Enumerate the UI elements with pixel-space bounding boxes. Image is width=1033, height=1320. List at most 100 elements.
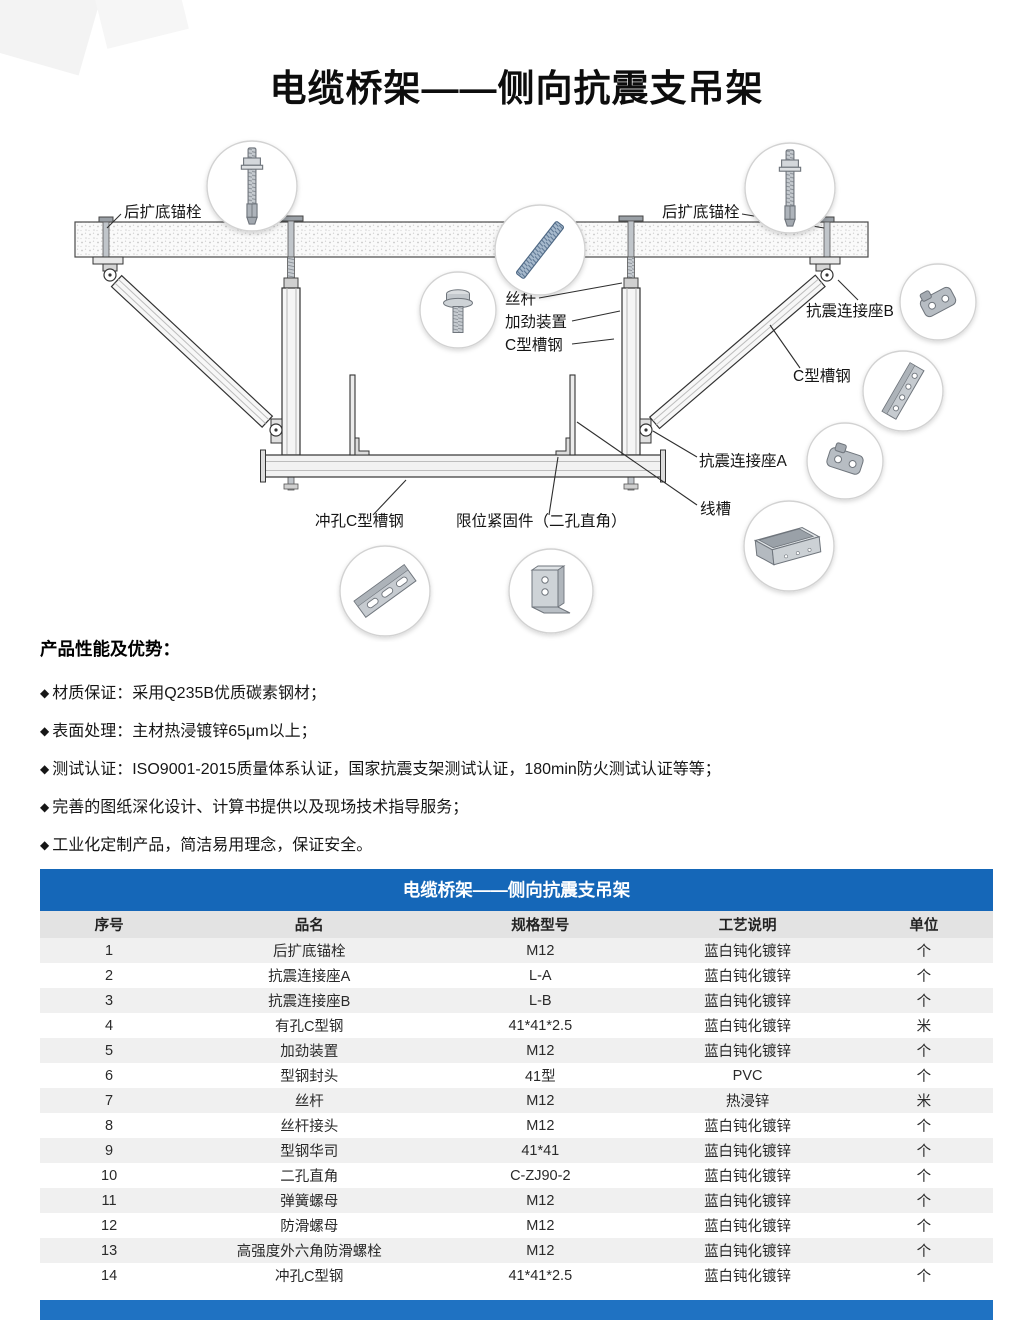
- table-cell: 蓝白钝化镀锌: [640, 938, 855, 963]
- table-cell: L-A: [440, 963, 641, 988]
- table-cell: 1: [40, 938, 179, 963]
- table-cell: 5: [40, 1038, 179, 1063]
- watermark-shape: [87, 0, 189, 49]
- table-cell: 个: [854, 1213, 993, 1238]
- table-cell: 蓝白钝化镀锌: [640, 1013, 855, 1038]
- table-cell: 个: [854, 963, 993, 988]
- punched-channel-icon: [353, 563, 417, 619]
- column-header: 工艺说明: [640, 911, 855, 938]
- callout-connector-a: [806, 422, 884, 500]
- table-title-bar: 电缆桥架——侧向抗震支吊架: [40, 869, 993, 911]
- table-cell: 41型: [440, 1063, 641, 1088]
- vertical-hanger-left: [278, 215, 304, 491]
- feature-text: 完善的图纸深化设计、计算书提供以及现场技术指导服务；: [52, 799, 469, 816]
- table-cell: 41*41: [440, 1138, 641, 1163]
- wire-trough-walls: [349, 374, 576, 456]
- ceiling-anchor-right: [809, 216, 841, 282]
- table-cell: 冲孔C型钢: [178, 1263, 441, 1288]
- spec-table-header-row: 序号品名规格型号工艺说明单位: [40, 911, 993, 938]
- ceiling-anchor-left: [92, 216, 124, 282]
- diagonal-brace-left: [110, 274, 274, 428]
- table-cell: 10: [40, 1163, 179, 1188]
- vertical-hanger-right: [618, 215, 644, 491]
- label-channel-right: C型槽钢: [793, 367, 851, 385]
- table-cell: 抗震连接座A: [178, 963, 441, 988]
- table-cell: 3: [40, 988, 179, 1013]
- label-rod: 丝杆: [505, 290, 536, 308]
- table-cell: 7: [40, 1088, 179, 1113]
- label-limit-fastener: 限位紧固件（二孔直角）: [456, 512, 627, 530]
- feature-item: ◆工业化定制产品，简洁易用理念，保证安全。: [40, 837, 995, 855]
- table-cell: 有孔C型钢: [178, 1013, 441, 1038]
- table-cell: 个: [854, 1163, 993, 1188]
- diamond-bullet-icon: ◆: [40, 838, 50, 852]
- threaded-rod-icon: [516, 221, 564, 279]
- table-cell: 二孔直角: [178, 1163, 441, 1188]
- feature-item: ◆测试认证：ISO9001-2015质量体系认证，国家抗震支架测试认证，180m…: [40, 761, 995, 779]
- callout-threaded-rod: [494, 204, 586, 296]
- table-cell: 蓝白钝化镀锌: [640, 988, 855, 1013]
- technical-diagram: 后扩底锚栓 丝杆 加劲装置 C型槽钢 后扩底锚栓 抗震连接座B C型槽钢 抗震连…: [0, 128, 1033, 642]
- diagonal-brace-right: [648, 274, 826, 430]
- table-cell: 热浸锌: [640, 1088, 855, 1113]
- table-cell: 12: [40, 1213, 179, 1238]
- callout-anchor-right: [744, 142, 836, 234]
- label-wire-trough: 线槽: [700, 500, 731, 518]
- table-cell: 蓝白钝化镀锌: [640, 1163, 855, 1188]
- table-cell: M12: [440, 1113, 641, 1138]
- page-title: 电缆桥架——侧向抗震支吊架: [269, 68, 764, 109]
- callout-angle-bracket: [508, 548, 594, 634]
- feature-item: ◆完善的图纸深化设计、计算书提供以及现场技术指导服务；: [40, 799, 995, 817]
- table-cell: 蓝白钝化镀锌: [640, 963, 855, 988]
- label-anchor-right: 后扩底锚栓: [662, 203, 740, 221]
- table-cell: 加劲装置: [178, 1038, 441, 1063]
- table-cell: 41*41*2.5: [440, 1013, 641, 1038]
- label-punched-channel: 冲孔C型槽钢: [315, 512, 404, 530]
- table-cell: 个: [854, 1038, 993, 1063]
- table-cell: 丝杆接头: [178, 1113, 441, 1138]
- column-header: 单位: [854, 911, 993, 938]
- table-cell: 6: [40, 1063, 179, 1088]
- table-cell: M12: [440, 1238, 641, 1263]
- feature-text: 材质保证：采用Q235B优质碳素钢材；: [52, 685, 327, 702]
- table-cell: 8: [40, 1113, 179, 1138]
- column-header: 品名: [178, 911, 441, 938]
- table-cell: 后扩底锚栓: [178, 938, 441, 963]
- bolt-icon: [443, 289, 473, 333]
- callout-punched-channel: [339, 545, 431, 637]
- label-anchor-left: 后扩底锚栓: [124, 203, 202, 221]
- table-cell: 米: [854, 1013, 993, 1038]
- label-channel-mid: C型槽钢: [505, 336, 563, 354]
- table-cell: 弹簧螺母: [178, 1188, 441, 1213]
- angle-bracket-icon: [530, 565, 571, 614]
- callout-anchor-left: [206, 140, 298, 232]
- table-cell: C-ZJ90-2: [440, 1163, 641, 1188]
- feature-text: 测试认证：ISO9001-2015质量体系认证，国家抗震支架测试认证，180mi…: [52, 761, 721, 778]
- table-cell: 蓝白钝化镀锌: [640, 1238, 855, 1263]
- table-cell: 蓝白钝化镀锌: [640, 1113, 855, 1138]
- table-cell: 11: [40, 1188, 179, 1213]
- table-cell: 蓝白钝化镀锌: [640, 1188, 855, 1213]
- table-cell: 个: [854, 1263, 993, 1288]
- label-connector-a: 抗震连接座A: [699, 452, 788, 470]
- callout-bolt: [419, 271, 497, 349]
- column-header: 规格型号: [440, 911, 641, 938]
- table-cell: 蓝白钝化镀锌: [640, 1263, 855, 1288]
- table-cell: 个: [854, 988, 993, 1013]
- table-cell: 型钢华司: [178, 1138, 441, 1163]
- table-cell: 41*41*2.5: [440, 1263, 641, 1288]
- table-cell: L-B: [440, 988, 641, 1013]
- label-stiffener: 加劲装置: [505, 313, 567, 331]
- table-cell: 个: [854, 1238, 993, 1263]
- diagram-labels: 后扩底锚栓 丝杆 加劲装置 C型槽钢 后扩底锚栓 抗震连接座B C型槽钢 抗震连…: [124, 203, 894, 530]
- table-cell: M12: [440, 1188, 641, 1213]
